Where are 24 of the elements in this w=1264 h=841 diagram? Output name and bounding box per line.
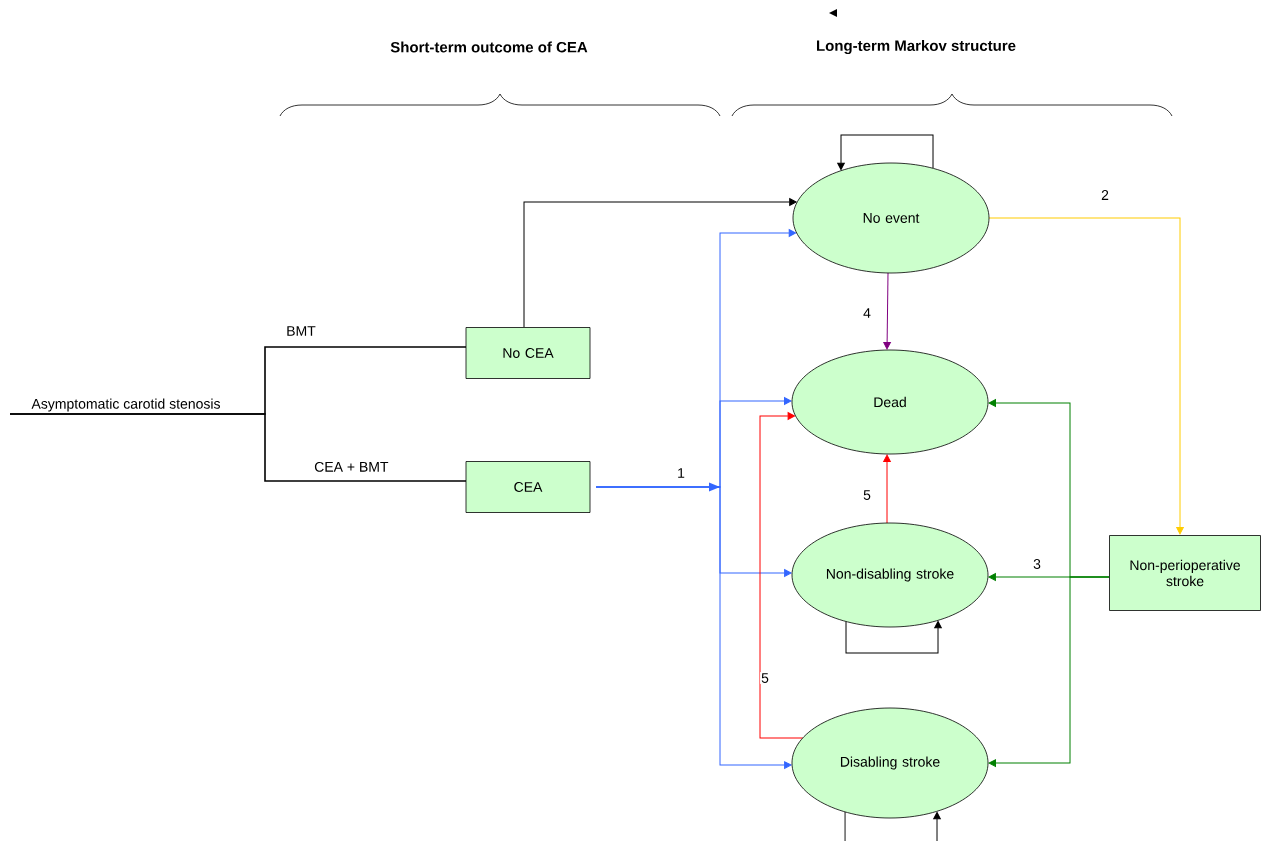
arrow [988,217,1184,535]
edge-label: 5 [862,489,872,501]
arrow [883,454,891,524]
state-box: Non-perioperative stroke [1109,535,1261,611]
edge-label: BMT [285,325,317,337]
arrow [845,620,942,654]
edge-label: CEA + BMT [313,460,390,473]
edge-label: 2 [1100,189,1110,201]
edge-label: 4 [862,307,872,319]
state-box: No CEA [465,327,591,379]
arrow [883,272,891,350]
edge-label: 5 [760,672,770,684]
arrow [523,198,797,328]
edge-label: 1 [676,467,686,479]
arrow [844,811,941,841]
branch-label: Asymptomatic carotid stenosis [31,398,220,412]
state-box: CEA [465,461,591,513]
arrow [988,576,1110,767]
heading: Long-term Markov structure [817,40,1016,55]
arrow [837,134,934,171]
edge-label: 3 [1032,558,1042,570]
arrow [595,486,792,769]
heading: Short-term outcome of CEA [390,41,588,53]
arrow [759,412,804,739]
